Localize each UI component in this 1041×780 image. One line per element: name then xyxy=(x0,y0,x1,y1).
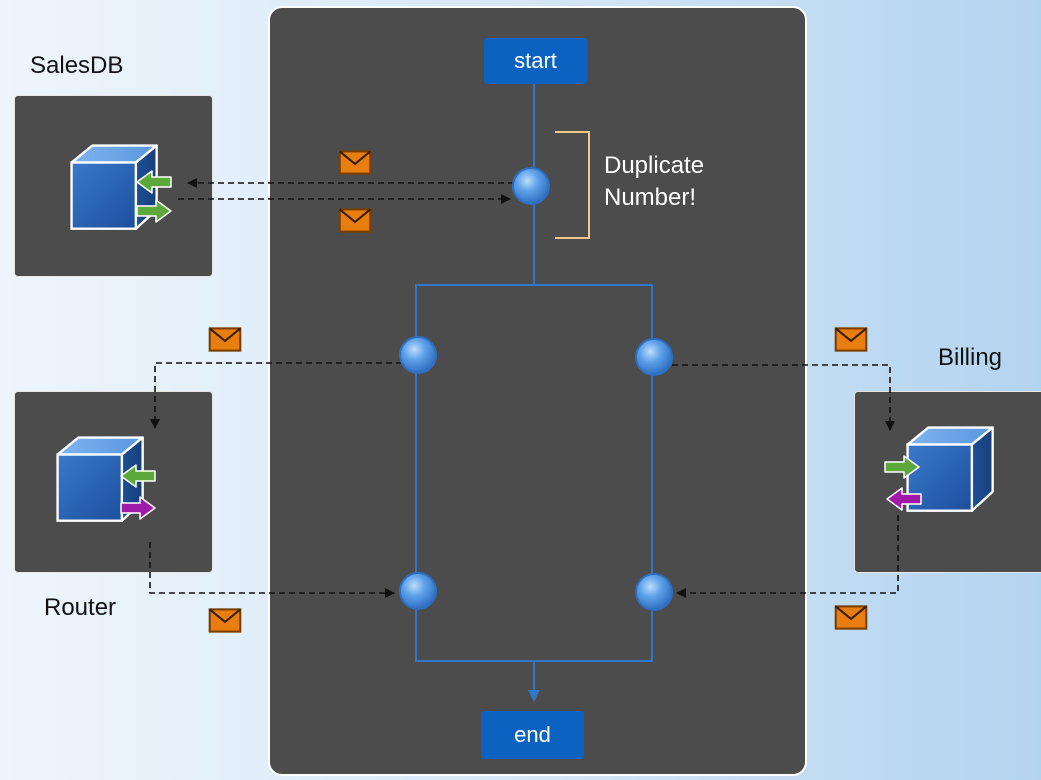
node-icon xyxy=(399,336,437,374)
node-icon xyxy=(635,573,673,611)
annotation-line2: Number! xyxy=(604,184,697,211)
envelope-icon xyxy=(338,208,372,233)
duplicate-bracket xyxy=(555,131,590,239)
annotation-line1: Duplicate xyxy=(604,152,705,179)
node-icon xyxy=(512,167,550,205)
billing-label: Billing xyxy=(938,344,1003,371)
router-service-icon xyxy=(56,436,156,522)
router-label: Router xyxy=(44,594,117,621)
node-icon xyxy=(399,572,437,610)
start-node[interactable]: start xyxy=(484,38,587,84)
message-lines xyxy=(149,178,899,598)
flow-nodes xyxy=(399,167,673,611)
duplicate-annotation: Duplicate Number! xyxy=(604,150,704,214)
envelopes xyxy=(208,150,868,633)
salesdb-service-icon xyxy=(70,144,172,230)
salesdb-label: SalesDB xyxy=(30,52,124,79)
billing-service-icon xyxy=(884,426,994,512)
envelope-icon xyxy=(834,605,868,630)
process-panel xyxy=(268,6,807,776)
envelope-icon xyxy=(338,150,372,175)
envelope-icon xyxy=(834,327,868,352)
end-node[interactable]: end xyxy=(481,711,584,759)
envelope-icon xyxy=(208,327,242,352)
envelope-icon xyxy=(208,608,242,633)
node-icon xyxy=(635,338,673,376)
